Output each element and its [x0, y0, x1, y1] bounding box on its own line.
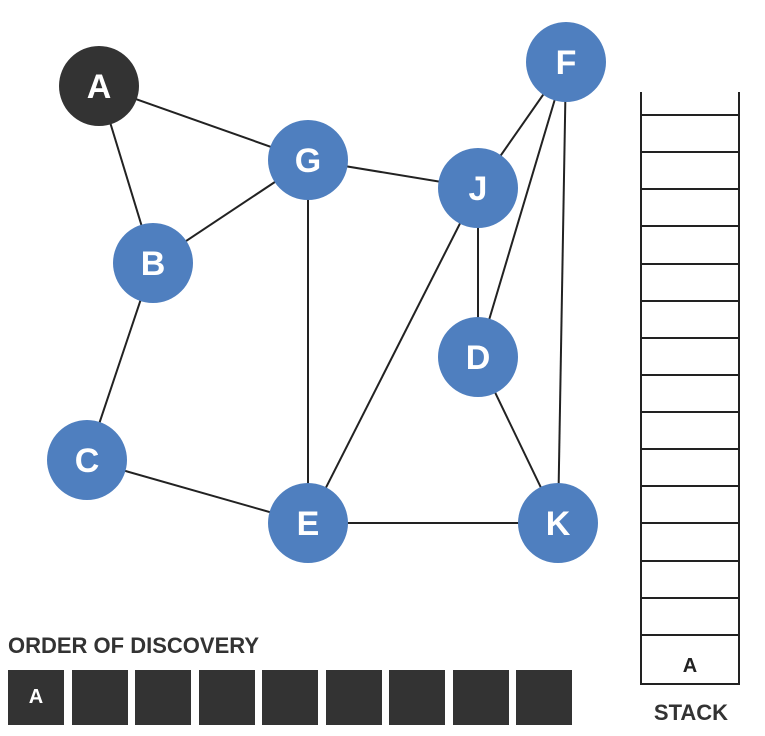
node-G: G	[268, 120, 348, 200]
stack-title: STACK	[653, 700, 729, 725]
node-label-G: G	[295, 142, 321, 180]
node-circle-K	[518, 483, 598, 563]
node-circle-J	[438, 148, 518, 228]
order-slot: A	[8, 670, 64, 725]
order-slot	[389, 670, 445, 725]
stack: A	[640, 92, 740, 685]
node-label-C: C	[75, 442, 100, 480]
node-B: B	[113, 223, 193, 303]
order-slot	[452, 670, 509, 725]
stack-slot-divider	[642, 299, 738, 302]
node-circle-B	[113, 223, 193, 303]
stack-slot-divider	[642, 225, 738, 228]
node-label-K: K	[546, 505, 571, 543]
stack-column: A	[640, 92, 740, 685]
stack-slot-divider	[642, 596, 738, 599]
node-circle-D	[438, 317, 518, 397]
order-slot	[71, 670, 128, 725]
edge-F-K	[557, 61, 567, 524]
node-D: D	[438, 317, 518, 397]
node-label-D: D	[466, 339, 491, 377]
edge-J-E	[307, 187, 479, 524]
node-label-E: E	[297, 505, 320, 543]
order-slot	[325, 670, 382, 725]
graph-nodes: A G B C E J D F K	[47, 22, 606, 563]
node-K: K	[518, 483, 598, 563]
stack-slot-divider	[642, 485, 738, 488]
node-circle-E	[268, 483, 348, 563]
node-circle-A	[59, 46, 139, 126]
stack-slot-divider	[642, 151, 738, 154]
order-slot	[135, 670, 191, 725]
stack-slot-divider	[642, 411, 738, 414]
order-slot	[198, 670, 255, 725]
stack-slot-divider	[642, 448, 738, 451]
node-F: F	[526, 22, 606, 102]
stack-slot-divider	[642, 522, 738, 525]
node-label-F: F	[556, 44, 577, 82]
stack-slot-divider	[642, 373, 738, 376]
edge-F-D	[477, 61, 567, 358]
node-label-B: B	[141, 245, 166, 283]
node-E: E	[268, 483, 348, 563]
graph-diagram: A G B C E J D F K	[47, 22, 606, 563]
node-circle-F	[526, 22, 606, 102]
node-C: C	[47, 420, 127, 500]
node-circle-G	[268, 120, 348, 200]
stack-slot-divider	[642, 114, 738, 116]
stack-slot-divider	[642, 559, 738, 562]
node-J: J	[438, 148, 518, 228]
node-label-A: A	[87, 68, 112, 106]
node-circle-C	[47, 420, 127, 500]
stack-slot-divider	[642, 633, 738, 636]
order-of-discovery-title: ORDER OF DISCOVERY	[8, 633, 259, 658]
stack-item: A	[682, 654, 698, 677]
stack-slot-divider	[642, 188, 738, 191]
stack-slot-divider	[642, 336, 738, 339]
order-slot	[262, 670, 318, 725]
node-label-J: J	[469, 170, 488, 208]
node-A: A	[59, 46, 139, 126]
order-slot	[516, 670, 572, 725]
stack-slot-divider	[642, 262, 738, 265]
